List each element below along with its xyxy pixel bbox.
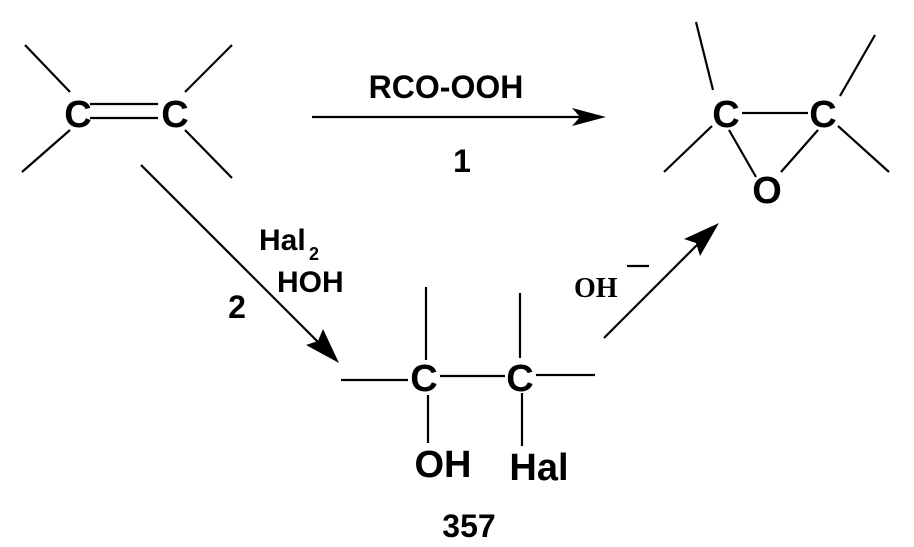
bond-alkene-lower-left	[21, 129, 71, 173]
halohydrin-carbon-right: C	[506, 358, 533, 400]
reaction-1: RCO-OOH 1	[312, 69, 606, 179]
epoxide-carbon-right: C	[809, 94, 836, 136]
bond-epoxide-co-left	[728, 129, 757, 178]
reaction-1-arrow-head	[572, 108, 606, 126]
ring-closure-arrow-head	[684, 223, 719, 256]
reaction-1-reagent: RCO-OOH	[369, 69, 524, 105]
bond-alkene-lower-right	[184, 129, 233, 179]
reaction-2-arrow-line	[140, 164, 327, 351]
epoxide-product: C C O	[663, 21, 890, 212]
reaction-2: Hal 2 HOH 2	[140, 164, 344, 363]
reaction-1-number: 1	[453, 143, 471, 179]
reaction-2-reagent-hal-subscript: 2	[309, 244, 319, 264]
halohydrin-intermediate: C C OH Hal	[341, 287, 595, 489]
bond-epoxide-up-left	[694, 21, 715, 91]
halohydrin-carbon-left: C	[410, 358, 437, 400]
hydroxide-reagent: OH	[574, 273, 618, 304]
ring-closure-step: OH	[574, 223, 719, 339]
alkene-carbon-left: C	[64, 94, 91, 136]
figure-number: 357	[442, 508, 495, 544]
epoxide-carbon-left: C	[712, 94, 739, 136]
bond-epoxide-up-right	[839, 34, 876, 97]
reaction-2-reagent-hal: Hal	[259, 224, 306, 257]
bond-alkene-upper-left	[24, 44, 71, 93]
halohydrin-halogen: Hal	[509, 447, 568, 489]
bond-alkene-upper-right	[184, 44, 233, 93]
reaction-2-reagent-water: HOH	[277, 266, 344, 299]
ring-closure-arrow-line	[603, 235, 707, 339]
reaction-2-number: 2	[228, 289, 246, 325]
alkene-carbon-right: C	[161, 94, 188, 136]
bond-epoxide-down-right	[837, 125, 890, 173]
epoxide-oxygen: O	[752, 170, 782, 212]
halohydrin-hydroxyl: OH	[415, 444, 472, 486]
bond-epoxide-co-right	[780, 129, 819, 173]
bond-epoxide-down-left	[663, 125, 713, 173]
reaction-2-arrow-head	[306, 329, 339, 363]
alkene-reactant: C C	[21, 44, 233, 179]
